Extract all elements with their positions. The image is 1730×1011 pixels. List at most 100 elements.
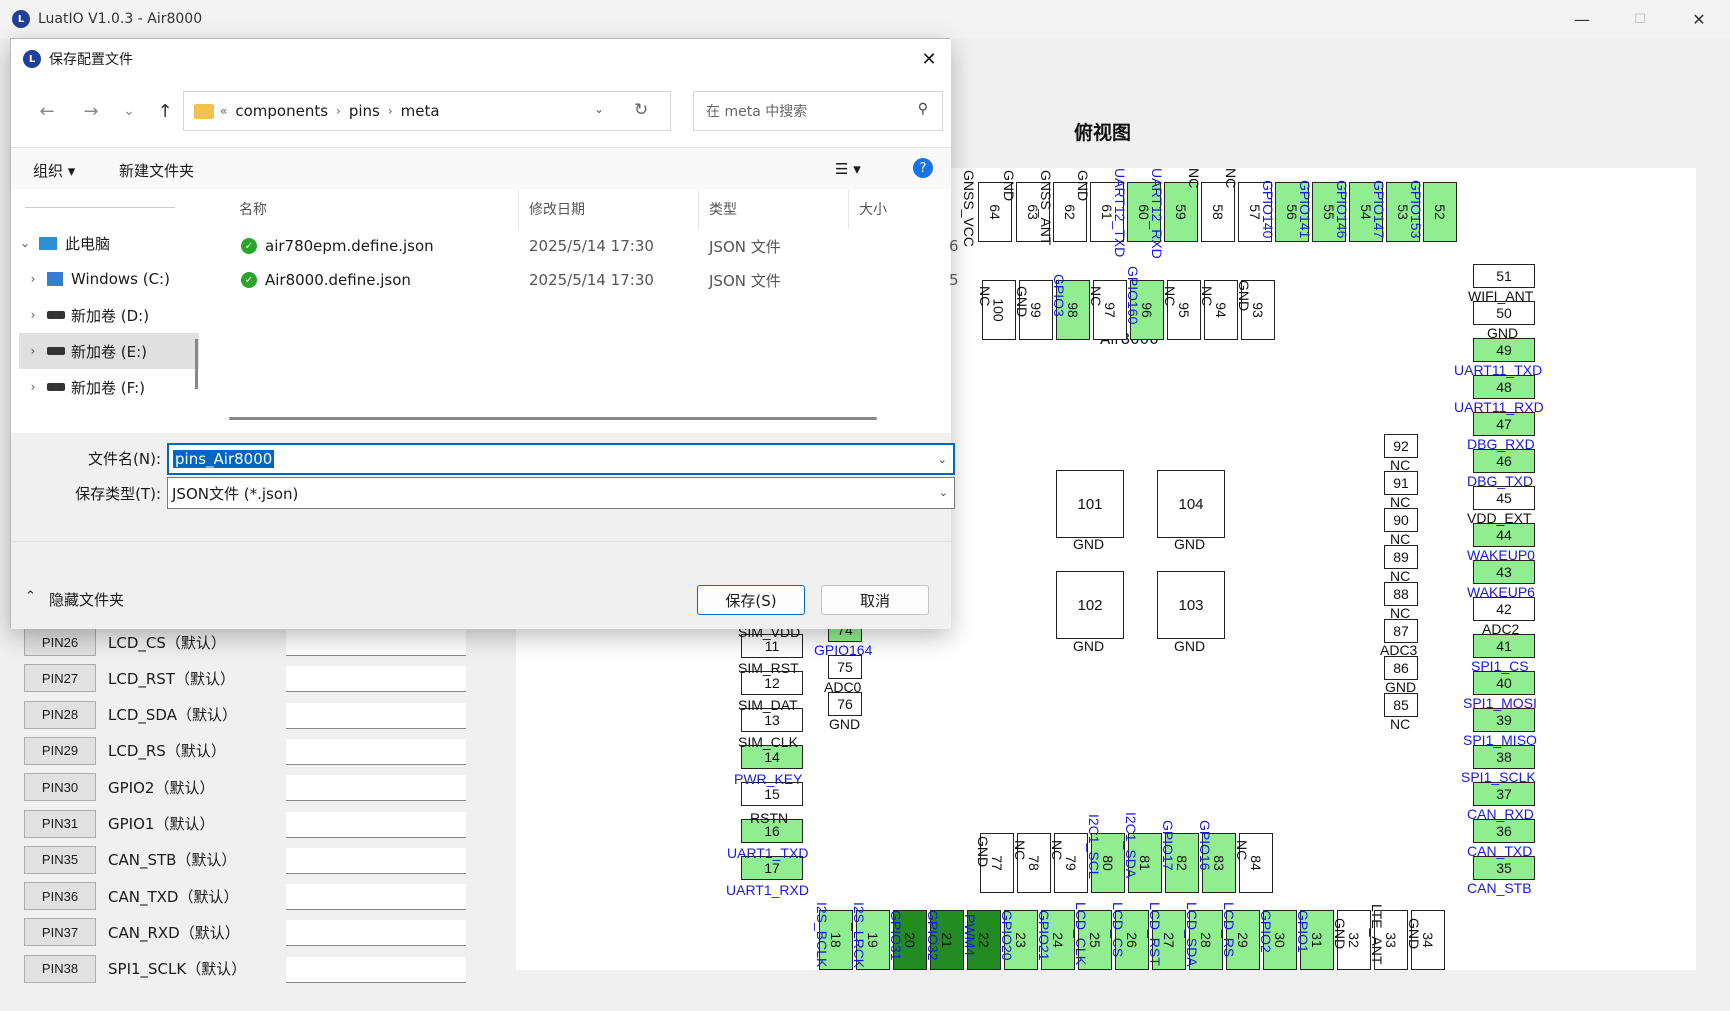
pin-100[interactable]: 100: [982, 280, 1016, 340]
nav-scrollbar[interactable]: [195, 339, 198, 389]
pin-button[interactable]: PIN31: [24, 809, 96, 838]
tree-item-drive-c[interactable]: ›Windows (C:): [19, 261, 199, 297]
pin-98[interactable]: 98: [1056, 280, 1090, 340]
pin-35[interactable]: 35: [1473, 856, 1535, 880]
pin-function-select[interactable]: LCD_RS（默认）▼: [104, 737, 302, 765]
view-options-button[interactable]: ☰ ▾: [835, 160, 861, 178]
pin-button[interactable]: PIN27: [24, 664, 96, 693]
chevron-up-icon[interactable]: ⌃: [25, 589, 36, 604]
pin-40[interactable]: 40: [1473, 671, 1535, 695]
pin-24[interactable]: 24: [1041, 910, 1075, 970]
column-name[interactable]: 名称: [229, 189, 519, 229]
pin-function-select[interactable]: LCD_RST（默认）▼: [104, 664, 302, 692]
minimize-button[interactable]: —: [1574, 9, 1590, 29]
pad-103[interactable]: 103: [1157, 571, 1225, 639]
tree-item-drive-f[interactable]: ›新加卷 (F:): [19, 369, 199, 405]
pin-27[interactable]: 27: [1152, 910, 1186, 970]
pin-function-select[interactable]: LCD_SDA（默认）▼: [104, 701, 302, 729]
pin-function-select[interactable]: CAN_TXD（默认）▼: [104, 882, 302, 910]
pin-29[interactable]: 29: [1226, 910, 1260, 970]
pin-49[interactable]: 49: [1473, 338, 1535, 362]
pin-30[interactable]: 30: [1263, 910, 1297, 970]
pin-62[interactable]: 62: [1053, 182, 1087, 242]
pin-63[interactable]: 63: [1016, 182, 1050, 242]
up-button[interactable]: ↑: [157, 100, 173, 122]
pin-18[interactable]: 18: [819, 910, 853, 970]
pin-42[interactable]: 42: [1473, 597, 1535, 621]
pin-alias-input[interactable]: [286, 884, 466, 911]
pin-alias-input[interactable]: [286, 702, 466, 729]
pin-button[interactable]: PIN26: [24, 628, 96, 656]
organize-button[interactable]: 组织 ▾: [33, 162, 76, 180]
pin-alias-input[interactable]: [286, 630, 466, 656]
cancel-button[interactable]: 取消: [821, 585, 929, 615]
tree-item-drive-e[interactable]: ›新加卷 (E:): [19, 333, 199, 369]
filetype-select[interactable]: JSON文件 (*.json)⌄: [167, 477, 955, 509]
pin-77[interactable]: 77: [980, 833, 1014, 893]
address-overflow[interactable]: «: [220, 104, 228, 118]
pin-alias-input[interactable]: [286, 847, 466, 874]
help-icon[interactable]: ?: [913, 158, 933, 178]
pin-14[interactable]: 14: [741, 745, 803, 769]
pin-56[interactable]: 56: [1275, 182, 1309, 242]
hide-folders-toggle[interactable]: 隐藏文件夹: [49, 591, 125, 609]
pin-20[interactable]: 20: [893, 910, 927, 970]
pin-82[interactable]: 82: [1165, 833, 1199, 893]
pin-99[interactable]: 99: [1019, 280, 1053, 340]
pin-17[interactable]: 17: [741, 856, 803, 880]
pin-86[interactable]: 86: [1384, 656, 1418, 680]
pin-94[interactable]: 94: [1204, 280, 1238, 340]
pin-32[interactable]: 32: [1337, 910, 1371, 970]
pin-button[interactable]: PIN36: [24, 882, 96, 911]
pin-alias-input[interactable]: [286, 775, 466, 802]
chevron-right-icon[interactable]: ›: [30, 272, 36, 286]
search-input[interactable]: 在 meta 中搜索 ⚲: [693, 91, 943, 131]
pin-28[interactable]: 28: [1189, 910, 1223, 970]
pin-15[interactable]: 15: [741, 782, 803, 806]
pin-11[interactable]: 11: [741, 634, 803, 658]
pin-13[interactable]: 13: [741, 708, 803, 732]
pin-53[interactable]: 53: [1386, 182, 1420, 242]
pin-59[interactable]: 59: [1164, 182, 1198, 242]
breadcrumb-components[interactable]: components: [235, 102, 329, 120]
pin-33[interactable]: 33: [1374, 910, 1408, 970]
pin-button[interactable]: PIN30: [24, 773, 96, 802]
pin-93[interactable]: 93: [1241, 280, 1275, 340]
file-row[interactable]: ✓Air8000.define.json 2025/5/14 17:30 JSO…: [207, 263, 959, 297]
pin-44[interactable]: 44: [1473, 523, 1535, 547]
pin-38[interactable]: 38: [1473, 745, 1535, 769]
forward-button[interactable]: →: [83, 100, 99, 122]
pin-80[interactable]: 80: [1091, 833, 1125, 893]
tree-item-drive-d[interactable]: ›新加卷 (D:): [19, 297, 199, 333]
pin-alias-input[interactable]: [286, 956, 466, 983]
pin-12[interactable]: 12: [741, 671, 803, 695]
pin-function-select[interactable]: SPI1_SCLK（默认）▼: [104, 955, 302, 983]
pin-alias-input[interactable]: [286, 811, 466, 838]
column-date[interactable]: 修改日期: [519, 189, 699, 229]
pin-57[interactable]: 57: [1238, 182, 1272, 242]
pin-button[interactable]: PIN38: [24, 954, 96, 983]
pin-85[interactable]: 85: [1384, 693, 1418, 717]
pin-96[interactable]: 96: [1130, 280, 1164, 340]
address-dropdown-icon[interactable]: ⌄: [594, 102, 605, 116]
pin-alias-input[interactable]: [286, 738, 466, 765]
pin-alias-input[interactable]: [286, 666, 466, 693]
chevron-right-icon[interactable]: ›: [30, 308, 36, 322]
pin-55[interactable]: 55: [1312, 182, 1346, 242]
chevron-down-icon[interactable]: ⌄: [19, 236, 31, 250]
pin-51[interactable]: 51: [1473, 264, 1535, 288]
new-folder-button[interactable]: 新建文件夹: [119, 162, 195, 180]
tree-item-this-pc[interactable]: ⌄此电脑: [11, 225, 191, 261]
pin-25[interactable]: 25: [1078, 910, 1112, 970]
pin-45[interactable]: 45: [1473, 486, 1535, 510]
pin-46[interactable]: 46: [1473, 449, 1535, 473]
chevron-right-icon[interactable]: ›: [30, 380, 36, 394]
pin-81[interactable]: 81: [1128, 833, 1162, 893]
pin-79[interactable]: 79: [1054, 833, 1088, 893]
pin-26[interactable]: 26: [1115, 910, 1149, 970]
dialog-close-button[interactable]: ✕: [921, 48, 937, 70]
close-button[interactable]: ✕: [1692, 9, 1706, 29]
pin-95[interactable]: 95: [1167, 280, 1201, 340]
pin-90[interactable]: 90: [1384, 508, 1418, 532]
pin-97[interactable]: 97: [1093, 280, 1127, 340]
